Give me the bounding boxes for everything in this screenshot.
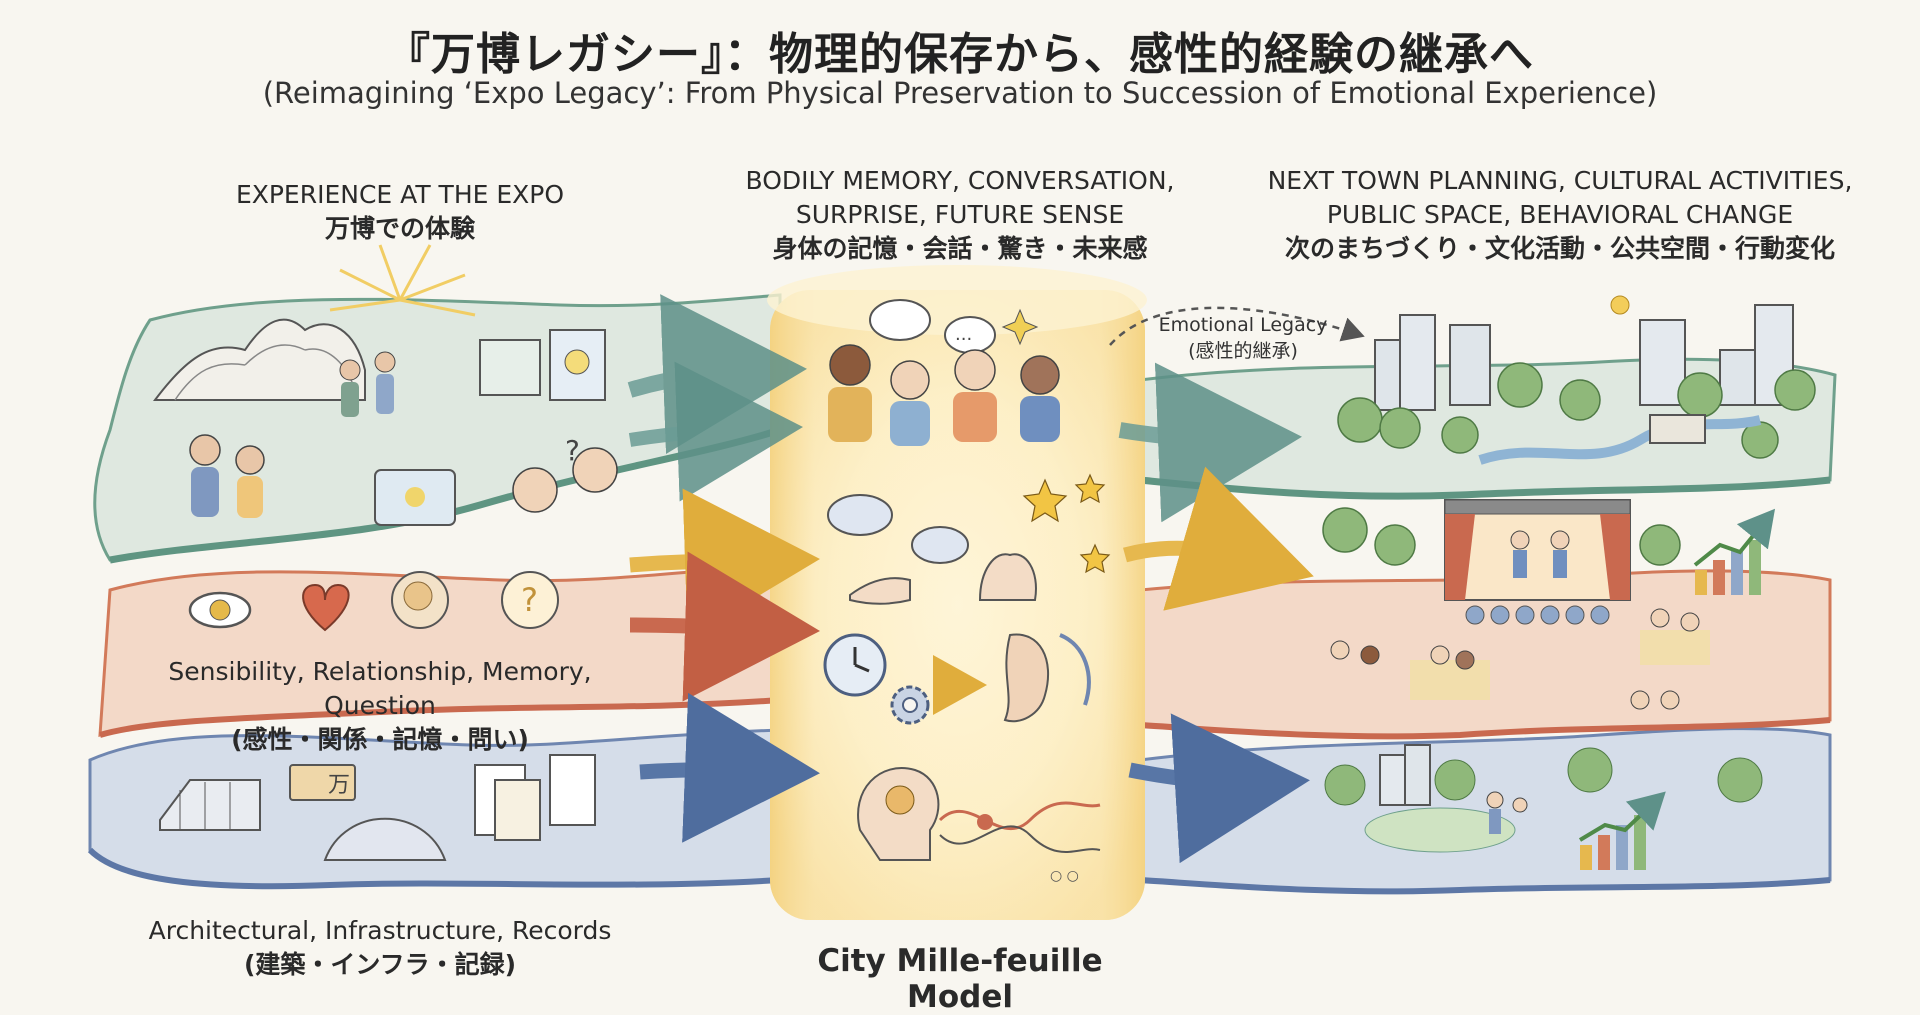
middle-layer-jp: (感性・関係・記憶・問い) bbox=[231, 725, 529, 754]
bottom-park-icon bbox=[1324, 744, 1763, 853]
arrow-right-bottom-blue bbox=[1128, 713, 1310, 864]
right-header-en-line2: PUBLIC SPACE, BEHAVIORAL CHANGE bbox=[1326, 200, 1794, 229]
growth-chart-icon bbox=[1693, 508, 1776, 595]
page-title-en: (Reimagining ‘Expo Legacy’: From Physica… bbox=[262, 76, 1658, 110]
thought-cloud-icon bbox=[827, 494, 969, 564]
left-header-en: EXPERIENCE AT THE EXPO bbox=[235, 180, 565, 209]
svg-text:...: ... bbox=[955, 324, 972, 345]
bottom-layer-jp: (建築・インフラ・記録) bbox=[243, 950, 517, 979]
bottom-layer-en: Architectural, Infrastructure, Records bbox=[148, 916, 612, 945]
gear-icon bbox=[890, 685, 930, 725]
pavilion-icon bbox=[152, 318, 366, 401]
right-header-en-line1: NEXT TOWN PLANNING, CULTURAL ACTIVITIES, bbox=[1267, 166, 1853, 195]
arrow-right-top bbox=[1118, 362, 1302, 523]
eye-icon bbox=[188, 591, 252, 629]
bottom-layer-label: Architectural, Infrastructure, Records (… bbox=[110, 914, 650, 982]
audience-icon bbox=[1465, 605, 1610, 625]
stars-icon bbox=[1022, 473, 1111, 574]
center-header-en-line1: BODILY MEMORY, CONVERSATION, bbox=[745, 166, 1175, 195]
park-trees-icon bbox=[1322, 507, 1681, 566]
wave-lines-icon: ○ ○ bbox=[938, 801, 1101, 884]
family-icon bbox=[189, 434, 265, 518]
building-low-icon bbox=[1649, 414, 1706, 444]
expo-pavilion-sign-icon: 万 bbox=[289, 764, 356, 801]
arrow-left-mid-yellow bbox=[629, 488, 820, 639]
children-icon bbox=[512, 447, 618, 513]
center-header-en-line2: SURPRISE, FUTURE SENSE bbox=[795, 200, 1125, 229]
display-board-icon bbox=[479, 329, 606, 401]
question-mark-icon: ? bbox=[565, 434, 580, 467]
arrow-right-mid-yellow bbox=[1123, 466, 1314, 611]
conversation-people-icon bbox=[828, 344, 1060, 446]
clock-icon bbox=[823, 633, 887, 697]
emotional-legacy-jp: (感性的継承) bbox=[1188, 340, 1298, 362]
middle-layer-en: Sensibility, Relationship, Memory, Quest… bbox=[168, 657, 592, 720]
picnic-people-icon bbox=[1330, 608, 1710, 710]
arrow-left-top-2 bbox=[628, 361, 803, 502]
dome-structure-icon bbox=[323, 817, 447, 861]
city-skyline-icon bbox=[1374, 304, 1794, 411]
model-name: City Mille-feuille Model bbox=[817, 943, 1103, 1015]
right-header-jp: 次のまちづくり・文化活動・公共空間・行動変化 bbox=[1284, 234, 1835, 263]
tablet-icon bbox=[374, 469, 456, 526]
river-icon bbox=[1478, 415, 1762, 465]
trees-icon bbox=[1337, 362, 1816, 459]
museum-building-icon bbox=[159, 779, 261, 831]
svg-text:○ ○: ○ ○ bbox=[1050, 868, 1079, 884]
svg-text:万: 万 bbox=[328, 773, 350, 798]
center-header: BODILY MEMORY, CONVERSATION, SURPRISE, F… bbox=[700, 164, 1220, 266]
emotional-legacy-en: Emotional Legacy bbox=[1158, 314, 1328, 336]
emotional-legacy-label: Emotional Legacy (感性的継承) bbox=[1148, 312, 1338, 364]
page-title-jp: 『万博レガシー』：物理的保存から、感性的経験の継承へ bbox=[386, 29, 1534, 80]
question-bubble-icon: ? bbox=[501, 571, 559, 629]
people-group-icon bbox=[339, 351, 396, 417]
light-burst-icon bbox=[329, 244, 476, 317]
reaching-hands-icon bbox=[849, 553, 1037, 605]
mind-head-icon bbox=[857, 767, 940, 861]
center-header-jp: 身体の記憶・会話・驚き・未来感 bbox=[772, 234, 1148, 263]
svg-text:?: ? bbox=[521, 581, 538, 619]
left-header: EXPERIENCE AT THE EXPO 万博での体験 bbox=[150, 178, 650, 246]
bottom-growth-chart-icon bbox=[1578, 791, 1666, 870]
documents-icon bbox=[474, 754, 596, 841]
speech-bubbles-icon: ... bbox=[869, 299, 1039, 354]
arrow-left-bottom-blue bbox=[639, 692, 820, 843]
left-header-jp: 万博での体験 bbox=[324, 214, 475, 243]
sun-icon bbox=[1610, 295, 1630, 315]
right-header: NEXT TOWN PLANNING, CULTURAL ACTIVITIES,… bbox=[1260, 164, 1860, 266]
brain-head-icon bbox=[391, 571, 449, 629]
arrow-left-mid-red bbox=[629, 551, 820, 702]
right-bottom-layer bbox=[1138, 727, 1832, 893]
heart-icon bbox=[302, 583, 350, 632]
stage-icon bbox=[1444, 499, 1631, 601]
middle-layer-label: Sensibility, Relationship, Memory, Quest… bbox=[110, 655, 650, 757]
face-profile-icon bbox=[1003, 633, 1091, 723]
arrow-emotional-legacy bbox=[1109, 306, 1365, 346]
